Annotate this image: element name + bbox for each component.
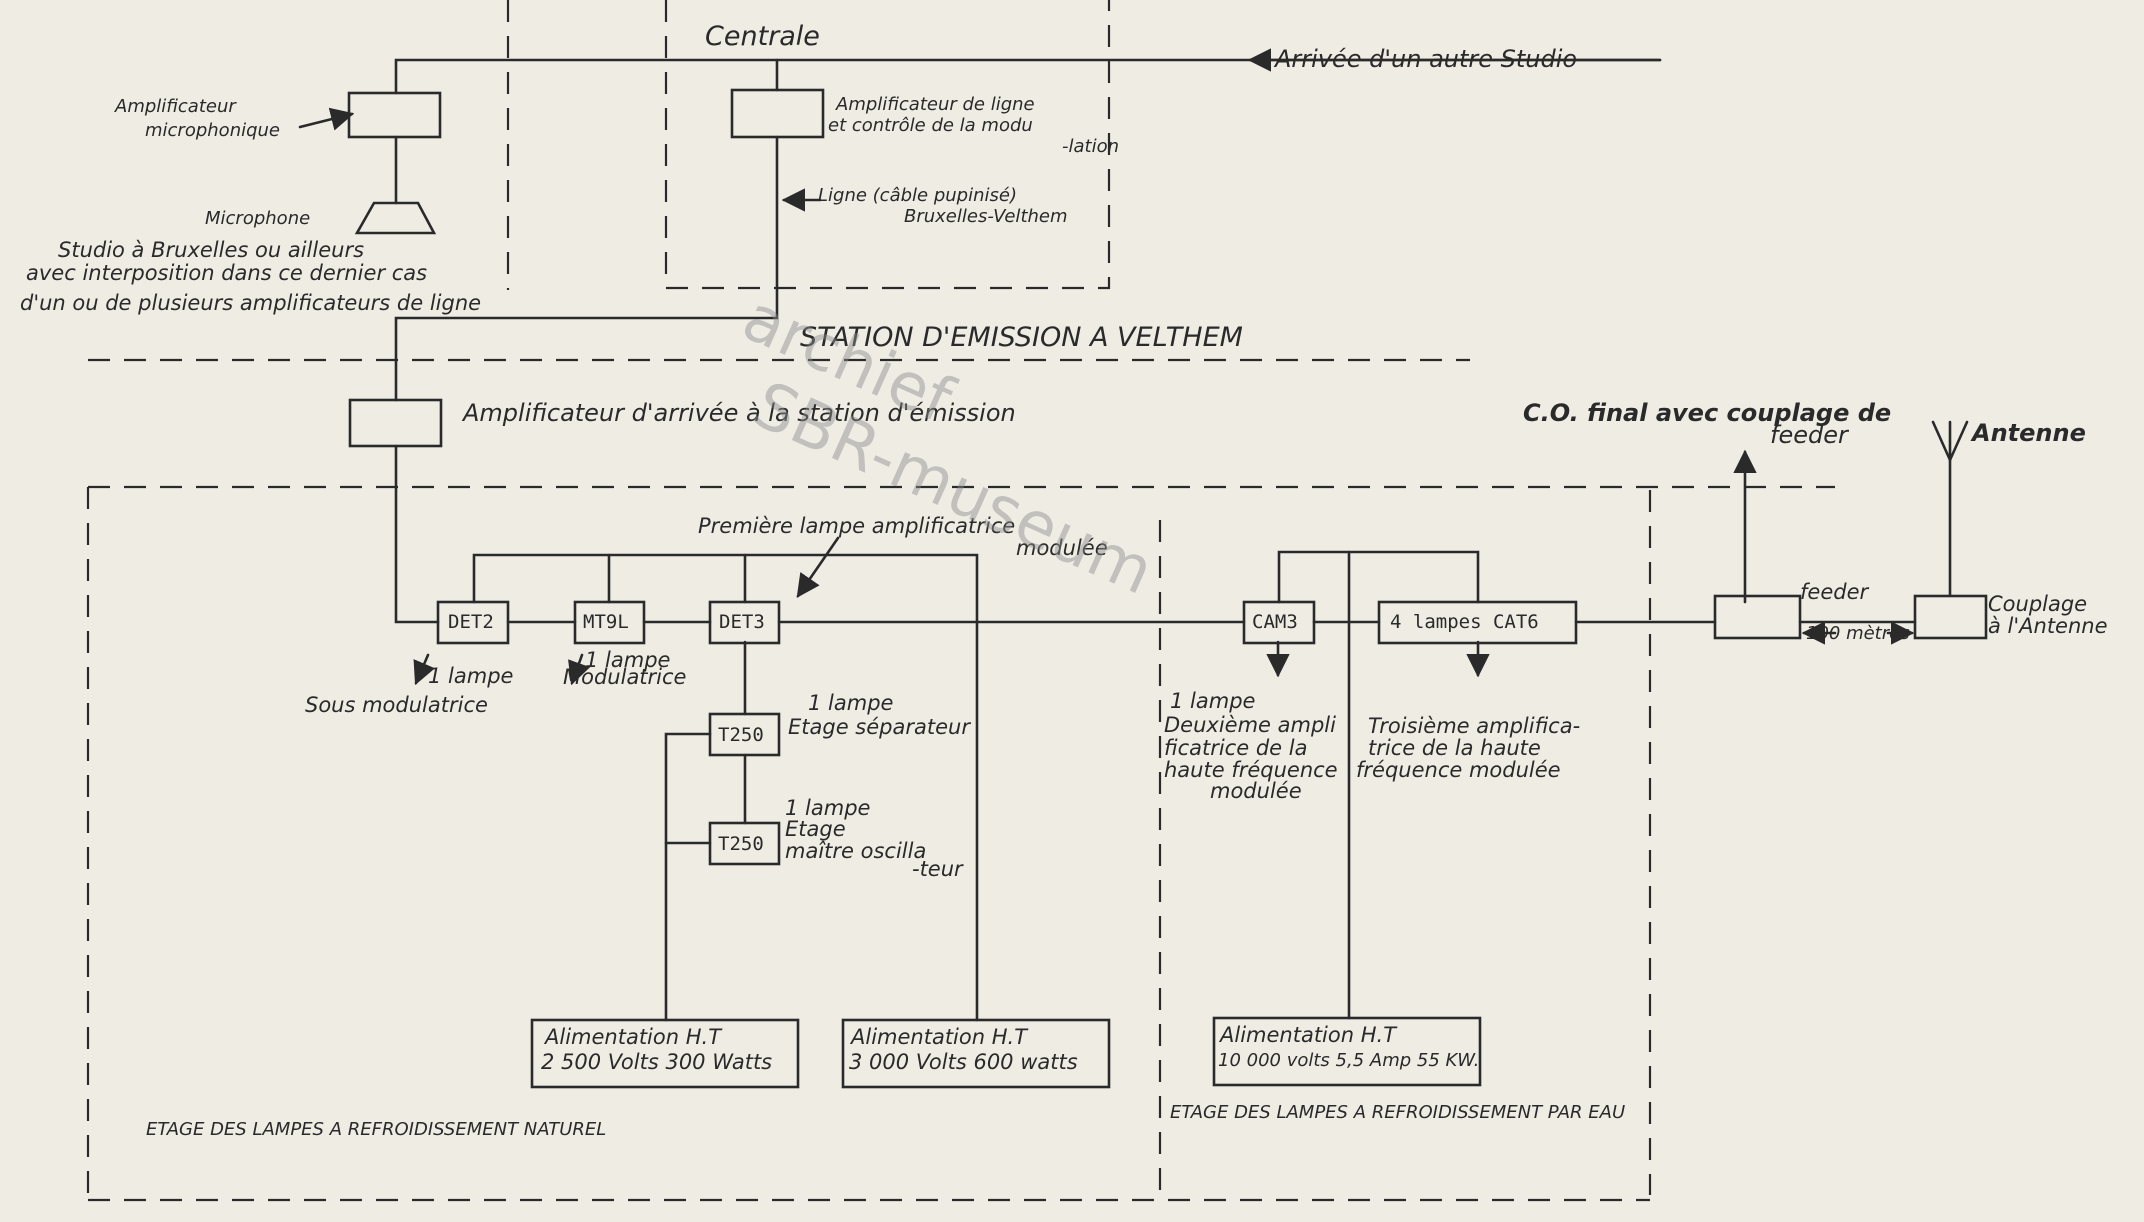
- box-couplage-antenne: [1913, 594, 1988, 640]
- label-mt9l: MT9L: [583, 611, 629, 633]
- text-labels: Centrale Arrivée d'un autre Studio Ampli…: [20, 21, 2108, 1140]
- label-studio-2: avec interposition dans ce dernier cas: [26, 261, 427, 285]
- label-modul-2: Modulatrice: [563, 665, 686, 689]
- bus-alim-2: [472, 553, 979, 1022]
- bus-hf: [1277, 550, 1480, 604]
- label-ligne-1: Ligne (câble pupinisé): [818, 185, 1017, 206]
- label-centrale: Centrale: [705, 21, 820, 52]
- label-premiere-1: Première lampe amplificatrice: [698, 514, 1015, 538]
- antenna-icon: [1931, 420, 1969, 464]
- label-microphone: Microphone: [205, 208, 310, 229]
- line-top: [394, 58, 1662, 95]
- label-co-final-2: feeder: [1770, 421, 1850, 449]
- arrow-sous-modulatrice: [413, 653, 436, 686]
- label-sous-1: 1 lampe: [428, 664, 513, 688]
- label-studio-3: d'un ou de plusieurs amplificateurs de l…: [20, 291, 481, 315]
- line-bruxelles-velthem: [394, 135, 779, 402]
- box-alim-3: [1212, 1016, 1482, 1087]
- label-alim2-2: 3 000 Volts 600 watts: [849, 1050, 1078, 1074]
- label-ampli-micro-2: microphonique: [145, 120, 280, 141]
- signal-lines: [394, 58, 1969, 1022]
- label-osc-4: -teur: [912, 857, 964, 881]
- label-cat6: 4 lampes CAT6: [1390, 611, 1539, 633]
- line-to-det2: [394, 444, 440, 624]
- arrow-modulatrice: [568, 653, 591, 686]
- label-ligne-2: Bruxelles-Velthem: [904, 206, 1068, 227]
- label-deux-2: Deuxième ampli: [1164, 713, 1336, 737]
- label-etage-eau: ETAGE DES LAMPES A REFROIDISSEMENT PAR E…: [1170, 1102, 1625, 1123]
- label-feeder: feeder: [1800, 580, 1869, 604]
- label-ampli-arrivee: Amplificateur d'arrivée à la station d'é…: [461, 399, 1016, 427]
- label-modul-1: 1 lampe: [585, 648, 670, 672]
- label-ampli-ligne-3: -lation: [1062, 136, 1119, 157]
- label-station: STATION D'EMISSION A VELTHEM: [800, 322, 1243, 353]
- label-couplage-1: Couplage: [1988, 592, 2087, 616]
- box-alim-1: [530, 1018, 800, 1089]
- label-trois-2: trice de la haute: [1368, 736, 1541, 760]
- label-sep-2: Etage séparateur: [788, 715, 971, 739]
- box-alim-2: [841, 1018, 1111, 1089]
- label-osc-2: Etage: [785, 817, 846, 841]
- label-sous-2: Sous modulatrice: [305, 693, 488, 717]
- box-cat6: [1377, 600, 1578, 645]
- label-alim2-1: Alimentation H.T: [849, 1025, 1029, 1049]
- label-co-final-1: C.O. final avec couplage de: [1523, 399, 1891, 427]
- label-deux-5: modulée: [1210, 779, 1302, 803]
- label-ampli-ligne-1: Amplificateur de ligne: [835, 94, 1035, 115]
- label-etage-naturel: ETAGE DES LAMPES A REFROIDISSEMENT NATUR…: [146, 1119, 606, 1140]
- label-osc-3: maître oscilla: [785, 839, 926, 863]
- centrale-region-border: [664, 0, 1111, 290]
- label-studio-1: Studio à Bruxelles ou ailleurs: [58, 238, 364, 262]
- box-det3: [708, 600, 781, 645]
- box-det2: [436, 600, 510, 645]
- label-t250-separateur: T250: [718, 724, 764, 746]
- label-ampli-ligne-2: et contrôle de la modu: [828, 115, 1033, 136]
- label-trois-3: fréquence modulée: [1356, 758, 1561, 782]
- label-alim1-2: 2 500 Volts 300 Watts: [541, 1050, 772, 1074]
- label-ampli-micro-1: Amplificateur: [114, 96, 237, 117]
- label-osc-1: 1 lampe: [785, 796, 870, 820]
- box-t250-separateur: [708, 712, 781, 757]
- arrow-premiere-lampe: [796, 536, 840, 598]
- box-t250-oscillateur: [708, 821, 781, 866]
- label-100-metres: 100 mètres: [1806, 623, 1910, 644]
- label-deux-3: ficatrice de la: [1164, 736, 1307, 760]
- label-alim3-2: 10 000 volts 5,5 Amp 55 KW.: [1218, 1050, 1479, 1071]
- label-alim3-1: Alimentation H.T: [1218, 1023, 1398, 1047]
- microphone-icon: [354, 201, 437, 235]
- bus-alim-1: [664, 732, 712, 1022]
- label-arrivee-autre-studio: Arrivée d'un autre Studio: [1273, 45, 1577, 73]
- label-antenne: Antenne: [1970, 419, 2086, 447]
- label-premiere-2: modulée: [1016, 536, 1108, 560]
- label-trois-1: Troisième amplifica-: [1368, 714, 1580, 738]
- label-alim1-1: Alimentation H.T: [543, 1025, 723, 1049]
- label-deux-1: 1 lampe: [1170, 689, 1255, 713]
- box-ampli-micro: [347, 91, 442, 139]
- label-sep-1: 1 lampe: [808, 691, 893, 715]
- box-cam3: [1242, 600, 1316, 645]
- label-det3: DET3: [719, 611, 765, 633]
- arrow-ampli-micro: [298, 107, 355, 131]
- label-cam3: CAM3: [1252, 611, 1298, 633]
- label-couplage-2: à l'Antenne: [1988, 614, 2108, 638]
- label-det2: DET2: [448, 611, 494, 633]
- arrows: [298, 48, 1915, 686]
- box-mt9l: [573, 600, 646, 645]
- box-ampli-arrivee: [348, 398, 443, 448]
- region-boundaries: [86, 0, 1835, 1202]
- box-ampli-ligne: [730, 88, 825, 139]
- label-deux-4: haute fréquence: [1164, 758, 1338, 782]
- box-co-final: [1713, 594, 1802, 640]
- component-boxes: [347, 88, 1988, 1089]
- label-t250-oscillateur: T250: [718, 833, 764, 855]
